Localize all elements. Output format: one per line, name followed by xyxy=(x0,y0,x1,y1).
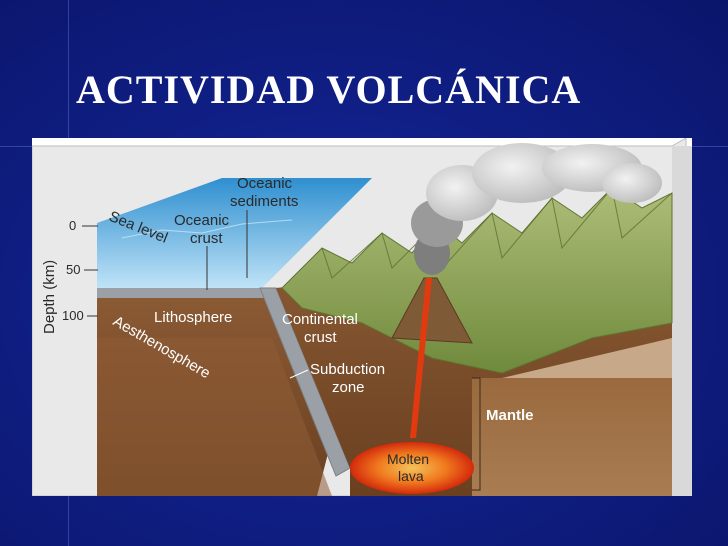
label-molten-lava-2: lava xyxy=(398,468,424,484)
label-molten-lava-1: Molten xyxy=(387,451,429,467)
label-subduction-zone-2: zone xyxy=(332,379,365,396)
block-right-face xyxy=(672,146,692,496)
depth-tick-100: 100 xyxy=(62,308,84,323)
mantle-region xyxy=(472,378,672,496)
label-continental-crust-2: crust xyxy=(304,329,337,346)
label-oceanic-sediments-1: Oceanic xyxy=(237,175,293,192)
label-oceanic-crust-1: Oceanic xyxy=(174,212,230,229)
label-lithosphere: Lithosphere xyxy=(154,309,232,326)
depth-tick-0: 0 xyxy=(69,218,76,233)
volcano-diagram-svg: Depth (km) 0 50 100 Oceanic sediments Oc… xyxy=(32,138,692,496)
label-subduction-zone-1: Subduction xyxy=(310,361,385,378)
label-mantle: Mantle xyxy=(486,407,534,424)
label-continental-crust-1: Continental xyxy=(282,311,358,328)
oceanic-crust-layer xyxy=(97,288,267,298)
depth-tick-50: 50 xyxy=(66,262,80,277)
label-oceanic-crust-2: crust xyxy=(190,230,223,247)
label-oceanic-sediments-2: sediments xyxy=(230,193,298,210)
slide-title: ACTIVIDAD VOLCÁNICA xyxy=(76,66,581,113)
volcano-diagram: Depth (km) 0 50 100 Oceanic sediments Oc… xyxy=(32,138,692,496)
depth-axis-label: Depth (km) xyxy=(41,260,58,334)
